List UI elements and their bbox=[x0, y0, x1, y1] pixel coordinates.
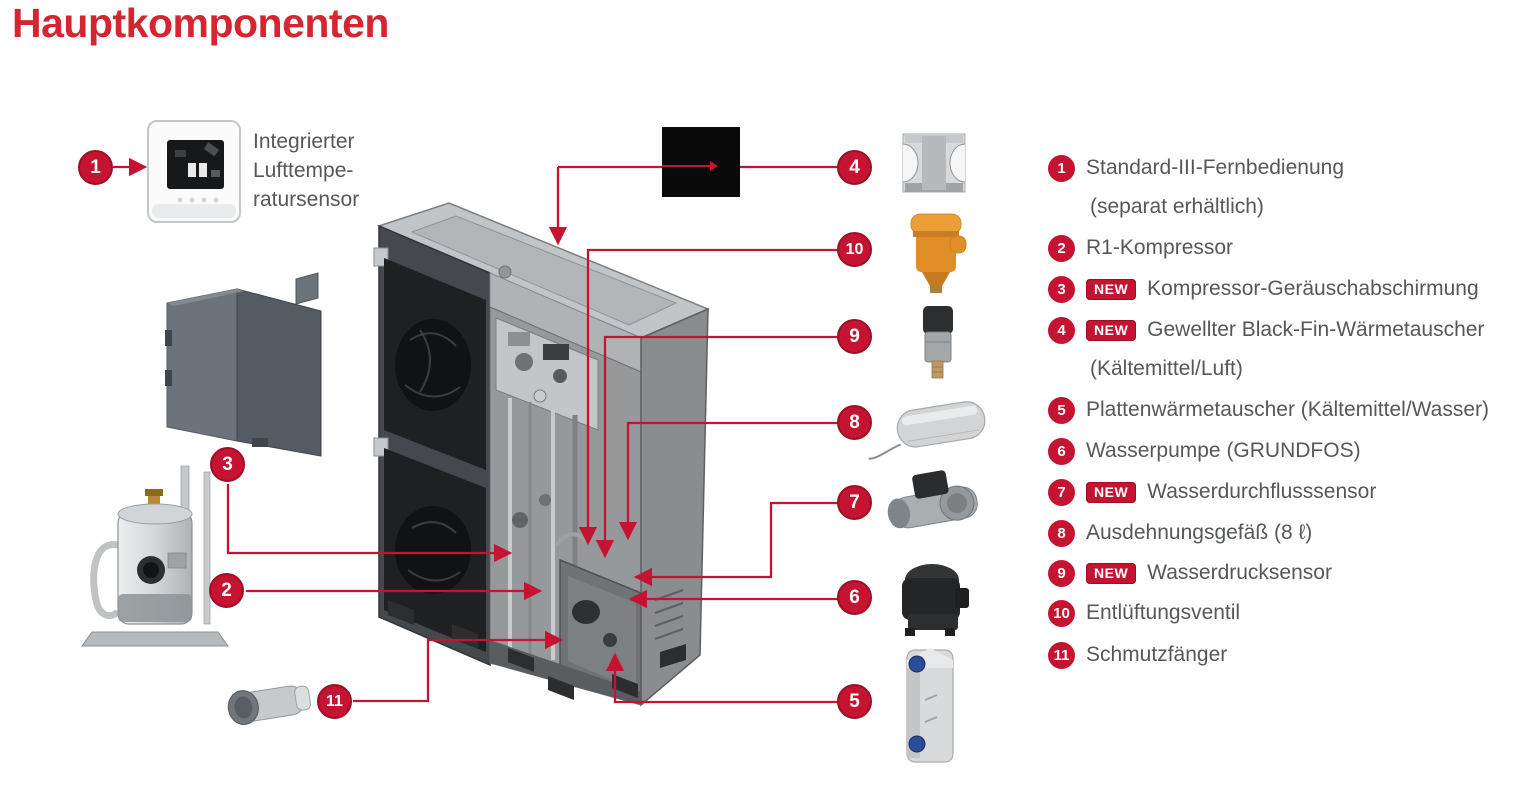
legend-item-1: 1 Standard-III-Fernbedienung bbox=[1048, 153, 1344, 183]
callout-circle-11: 11 bbox=[317, 684, 352, 719]
label-line-1: Integrierter bbox=[253, 130, 355, 153]
legend-item-10: 10 Entlüftungsventil bbox=[1048, 598, 1240, 628]
new-badge: NEW bbox=[1086, 278, 1137, 300]
legend-item-2: 2 R1-Kompressor bbox=[1048, 233, 1233, 263]
arrow-right-icon bbox=[710, 161, 718, 171]
legend-num-badge: 8 bbox=[1048, 519, 1075, 547]
legend-item-label: Plattenwärmetauscher (Kältemittel/Wasser… bbox=[1086, 398, 1490, 421]
legend-num-badge: 7 bbox=[1048, 478, 1075, 506]
legend-num-badge: 3 bbox=[1048, 275, 1075, 303]
legend-item-label: R1-Kompressor bbox=[1086, 236, 1234, 259]
legend-num-badge: 10 bbox=[1048, 599, 1075, 627]
expansion-vessel-illustration bbox=[868, 401, 986, 460]
callout-circle-4: 4 bbox=[837, 150, 872, 185]
legend-item-label: Entlüftungsventil bbox=[1086, 601, 1241, 624]
page-title: Hauptkomponenten bbox=[12, 0, 389, 46]
callout-circle-7: 7 bbox=[837, 485, 872, 520]
air-vent-valve-illustration bbox=[910, 213, 967, 293]
flow-sensor-illustration bbox=[887, 470, 978, 529]
legend-item-label: Standard-III-Fernbedienung bbox=[1086, 156, 1344, 179]
legend-item-7: 7 NEW Wasserdurchflusssensor bbox=[1048, 477, 1376, 507]
callout-circle-9: 9 bbox=[837, 319, 872, 354]
legend-item-5: 5 Plattenwärmetauscher (Kältemittel/Wass… bbox=[1048, 395, 1489, 425]
integrated-sensor-label: Integrierter Lufttempe- ratursensor bbox=[253, 127, 359, 214]
callout-line-segment bbox=[662, 165, 712, 168]
water-pump-illustration bbox=[902, 564, 969, 636]
legend-item-label: Wasserdrucksensor bbox=[1147, 561, 1332, 584]
callout-circle-8: 8 bbox=[837, 405, 872, 440]
new-badge: NEW bbox=[1086, 319, 1137, 341]
legend-item-4-continued: (Kältemittel/Luft) bbox=[1090, 357, 1243, 380]
new-badge: NEW bbox=[1086, 481, 1137, 503]
legend-item-8: 8 Ausdehnungsgefäß (8 ℓ) bbox=[1048, 518, 1312, 548]
legend-item-4: 4 NEW Gewellter Black-Fin-Wärmetauscher bbox=[1048, 315, 1484, 345]
callout-circle-5: 5 bbox=[837, 684, 872, 719]
legend-item-label: Schmutzfänger bbox=[1086, 643, 1228, 666]
blackfin-square-sample bbox=[662, 127, 740, 197]
callout-circle-2: 2 bbox=[209, 573, 244, 608]
legend-item-label: Wasserdurchflusssensor bbox=[1147, 480, 1377, 503]
callout-circle-1: 1 bbox=[78, 150, 113, 185]
legend-item-label: Kompressor-Geräuschabschirmung bbox=[1147, 277, 1479, 300]
legend-item-1-continued: (separat erhältlich) bbox=[1090, 195, 1264, 218]
label-line-2: Lufttempe- bbox=[253, 159, 354, 182]
legend-num-badge: 4 bbox=[1048, 316, 1075, 344]
sound-shield-illustration bbox=[165, 272, 322, 457]
legend-num-badge: 5 bbox=[1048, 396, 1075, 424]
legend-item-label: Wasserpumpe (GRUNDFOS) bbox=[1086, 439, 1361, 462]
plate-heat-exchanger-illustration bbox=[906, 648, 954, 763]
callout-circle-3: 3 bbox=[210, 447, 245, 482]
heat-pump-unit-illustration bbox=[373, 202, 710, 707]
new-badge: NEW bbox=[1086, 562, 1137, 584]
remote-control-illustration bbox=[147, 120, 241, 223]
blackfin-sample-illustration bbox=[902, 133, 966, 193]
legend-num-badge: 1 bbox=[1048, 154, 1075, 182]
legend-item-6: 6 Wasserpumpe (GRUNDFOS) bbox=[1048, 436, 1361, 466]
legend-num-badge: 11 bbox=[1048, 641, 1075, 669]
callout-circle-10: 10 bbox=[837, 232, 872, 267]
compressor-illustration bbox=[81, 465, 229, 647]
legend-item-3: 3 NEW Kompressor-Geräuschabschirmung bbox=[1048, 274, 1479, 304]
legend-num-badge: 6 bbox=[1048, 437, 1075, 465]
legend-num-badge: 9 bbox=[1048, 559, 1075, 587]
legend-num-badge: 2 bbox=[1048, 234, 1075, 262]
legend-item-label: Gewellter Black-Fin-Wärmetauscher bbox=[1147, 318, 1485, 341]
legend-item-11: 11 Schmutzfänger bbox=[1048, 640, 1227, 670]
label-line-3: ratursensor bbox=[253, 188, 360, 211]
pressure-sensor-illustration bbox=[923, 306, 953, 379]
legend-item-label: Ausdehnungsgefäß (8 ℓ) bbox=[1086, 521, 1313, 544]
strainer-illustration bbox=[227, 685, 312, 725]
callout-circle-6: 6 bbox=[837, 580, 872, 615]
legend-item-9: 9 NEW Wasserdrucksensor bbox=[1048, 558, 1332, 588]
